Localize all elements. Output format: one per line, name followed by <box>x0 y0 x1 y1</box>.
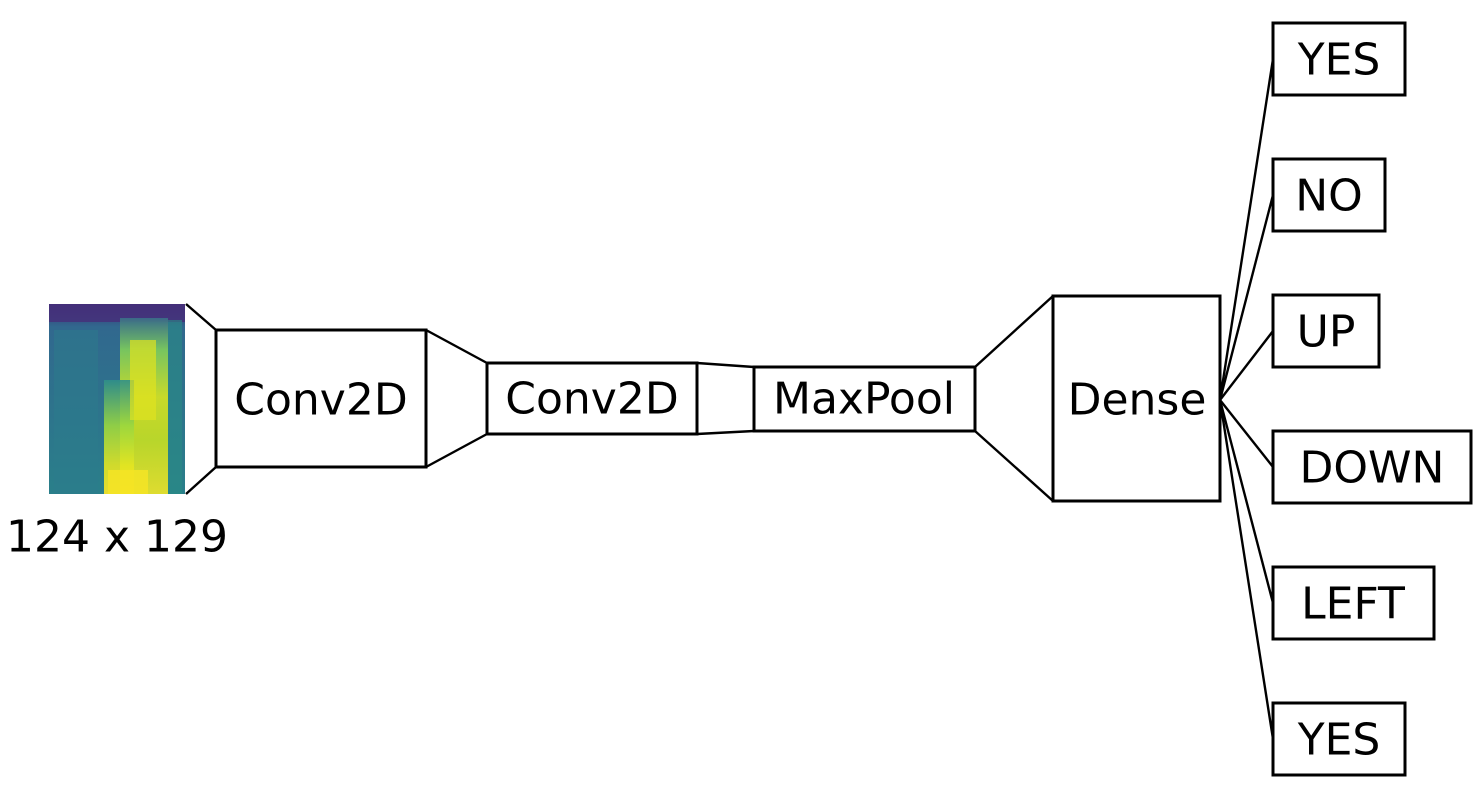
edge-to-output-1 <box>1218 58 1275 401</box>
layer-conv2d-2: Conv2D <box>485 361 699 436</box>
output-class-label: UP <box>1297 307 1356 358</box>
output-class-label: YES <box>1297 35 1381 86</box>
connector-conv2-to-maxpool <box>696 361 755 436</box>
output-class-left: LEFT <box>1271 565 1436 641</box>
edge-to-output-4 <box>1219 399 1274 468</box>
edge-to-output-5 <box>1218 399 1275 604</box>
input-spectrogram-image <box>49 304 185 494</box>
input-size-label: 124 x 129 <box>6 512 228 563</box>
layer-conv2d-1-label: Conv2D <box>234 375 407 426</box>
output-class-yes-1: YES <box>1271 21 1407 97</box>
output-class-yes-2: YES <box>1271 701 1407 777</box>
output-class-label: YES <box>1297 715 1381 766</box>
connector-input-to-conv1 <box>185 303 217 495</box>
connector-maxpool-to-dense <box>974 295 1054 502</box>
connector-conv1-to-conv2 <box>425 328 488 469</box>
output-class-label: DOWN <box>1300 443 1445 494</box>
layer-conv2d-1: Conv2D <box>214 328 428 469</box>
output-class-label: NO <box>1295 171 1363 222</box>
output-class-up: UP <box>1271 293 1381 369</box>
dense-to-outputs-edges <box>1218 58 1275 740</box>
output-class-no: NO <box>1271 157 1387 233</box>
layer-conv2d-2-label: Conv2D <box>505 374 678 425</box>
output-class-label: LEFT <box>1301 579 1405 630</box>
layer-dense: Dense <box>1051 294 1222 503</box>
edge-to-output-3 <box>1219 330 1274 401</box>
layer-maxpool-label: MaxPool <box>773 374 955 425</box>
edge-to-output-2 <box>1218 194 1275 401</box>
layer-maxpool: MaxPool <box>752 365 977 433</box>
output-class-down: DOWN <box>1271 429 1473 505</box>
layer-dense-label: Dense <box>1068 375 1207 426</box>
edge-to-output-6 <box>1218 399 1275 740</box>
